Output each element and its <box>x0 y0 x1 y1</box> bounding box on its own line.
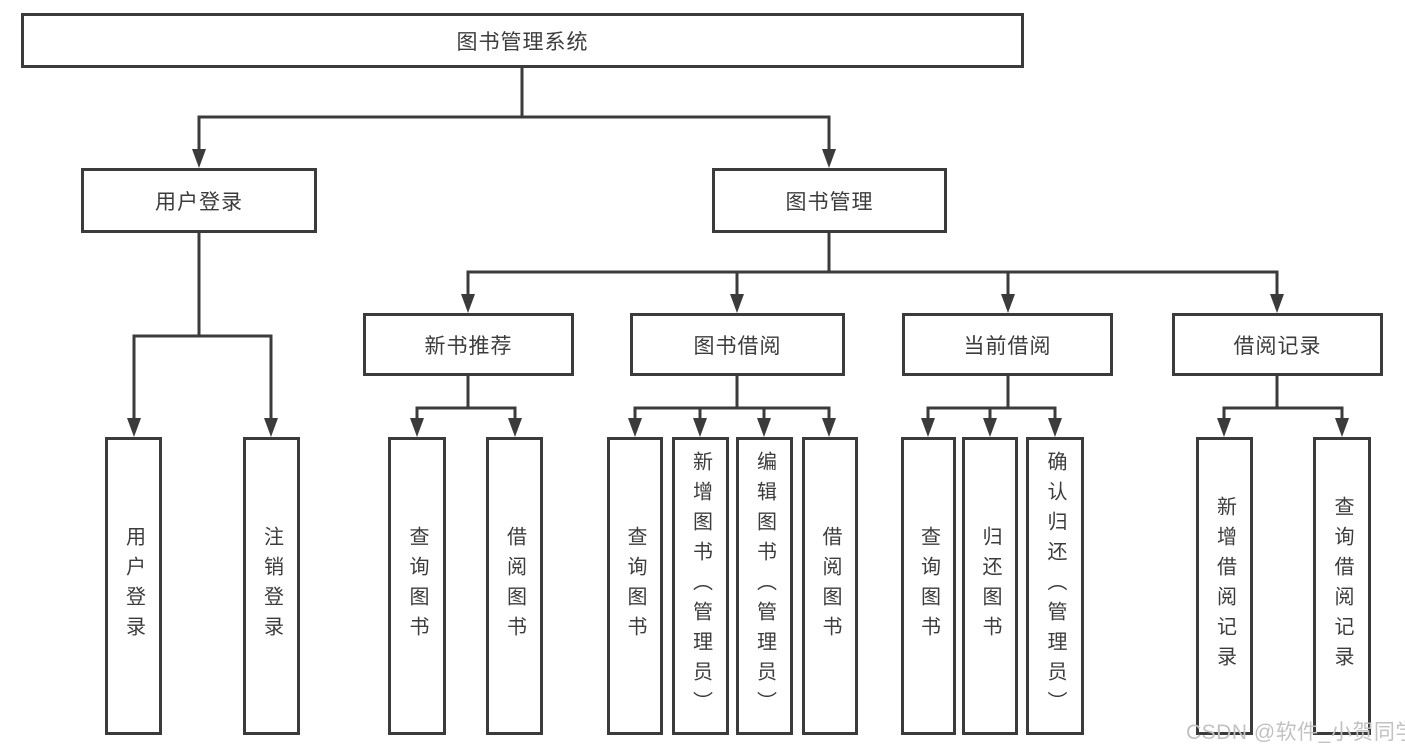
arrowhead <box>1048 418 1062 437</box>
node-label: 新增借阅记录 <box>1213 496 1236 676</box>
arrowhead <box>264 418 278 437</box>
leaf-add-books-admin: 新增图书（管理员） <box>672 437 729 735</box>
arrowhead <box>628 418 642 437</box>
node-new-book-recommend: 新书推荐 <box>363 313 574 376</box>
node-label: 用户登录 <box>122 526 145 646</box>
node-label: 当前借阅 <box>963 334 1052 358</box>
leaf-add-borrow-record: 新增借阅记录 <box>1196 437 1253 735</box>
arrowhead <box>192 149 206 168</box>
arrowhead <box>410 418 424 437</box>
node-label: 编辑图书（管理员） <box>753 451 776 721</box>
node-label: 借阅记录 <box>1233 334 1322 358</box>
node-book-management: 图书管理 <box>712 168 947 233</box>
node-label: 借阅图书 <box>819 526 841 646</box>
leaf-return-books: 归还图书 <box>962 437 1018 735</box>
edge-borrow-records-group <box>1222 374 1344 420</box>
node-label: 图书借阅 <box>693 334 782 358</box>
arrowhead <box>1335 418 1349 437</box>
arrowhead <box>822 418 836 437</box>
edge-new-book-group <box>415 374 517 420</box>
arrowhead <box>983 418 997 437</box>
node-label: 图书管理系统 <box>456 30 589 54</box>
arrowhead <box>461 294 475 313</box>
arrowhead <box>1217 418 1231 437</box>
arrowhead <box>1001 294 1015 313</box>
node-label: 归还图书 <box>979 526 1001 646</box>
arrowhead <box>822 149 836 168</box>
node-label: 查询图书 <box>406 526 428 646</box>
node-user-login: 用户登录 <box>81 168 317 233</box>
node-label: 新书推荐 <box>424 334 513 358</box>
leaf-borrow-books: 借阅图书 <box>802 437 858 735</box>
edge-user-login-group <box>132 231 273 420</box>
arrowhead <box>508 418 522 437</box>
edge-book-mgmt-to-level3 <box>466 231 1279 296</box>
node-label: 用户登录 <box>155 190 243 214</box>
arrowhead <box>921 418 935 437</box>
leaf-edit-books-admin: 编辑图书（管理员） <box>736 437 793 735</box>
arrowhead <box>757 418 771 437</box>
arrowhead <box>1270 294 1284 313</box>
node-label: 确认归还（管理员） <box>1044 451 1066 721</box>
arrowhead <box>730 294 744 313</box>
leaf-confirm-return-admin: 确认归还（管理员） <box>1026 437 1084 735</box>
node-borrowing-records: 借阅记录 <box>1172 313 1383 376</box>
node-label: 借阅图书 <box>503 526 526 646</box>
edge-current-borrow-group <box>926 374 1057 420</box>
leaf-logout: 注销登录 <box>243 437 300 735</box>
leaf-query-books-current: 查询图书 <box>901 437 956 735</box>
edge-root-to-level2 <box>197 66 831 151</box>
leaf-query-books-recommend: 查询图书 <box>388 437 446 735</box>
node-current-borrowing: 当前借阅 <box>902 313 1113 376</box>
arrowhead <box>127 418 141 437</box>
node-label: 图书管理 <box>785 190 874 214</box>
node-label: 查询借阅记录 <box>1331 496 1353 676</box>
node-label: 注销登录 <box>260 526 283 646</box>
leaf-borrow-books-recommend: 借阅图书 <box>486 437 543 735</box>
edge-book-borrow-group <box>633 374 831 420</box>
node-library-management-system: 图书管理系统 <box>21 13 1024 68</box>
arrowhead <box>693 418 707 437</box>
leaf-query-books-borrow: 查询图书 <box>607 437 663 735</box>
leaf-user-login: 用户登录 <box>105 437 162 735</box>
leaf-query-borrow-record: 查询借阅记录 <box>1313 437 1371 735</box>
node-label: 新增图书（管理员） <box>689 451 712 721</box>
node-label: 查询图书 <box>917 526 940 646</box>
watermark: CSDN @软件_小贺同学 <box>1186 721 1405 744</box>
node-book-borrowing: 图书借阅 <box>630 313 845 376</box>
node-label: 查询图书 <box>624 526 646 646</box>
